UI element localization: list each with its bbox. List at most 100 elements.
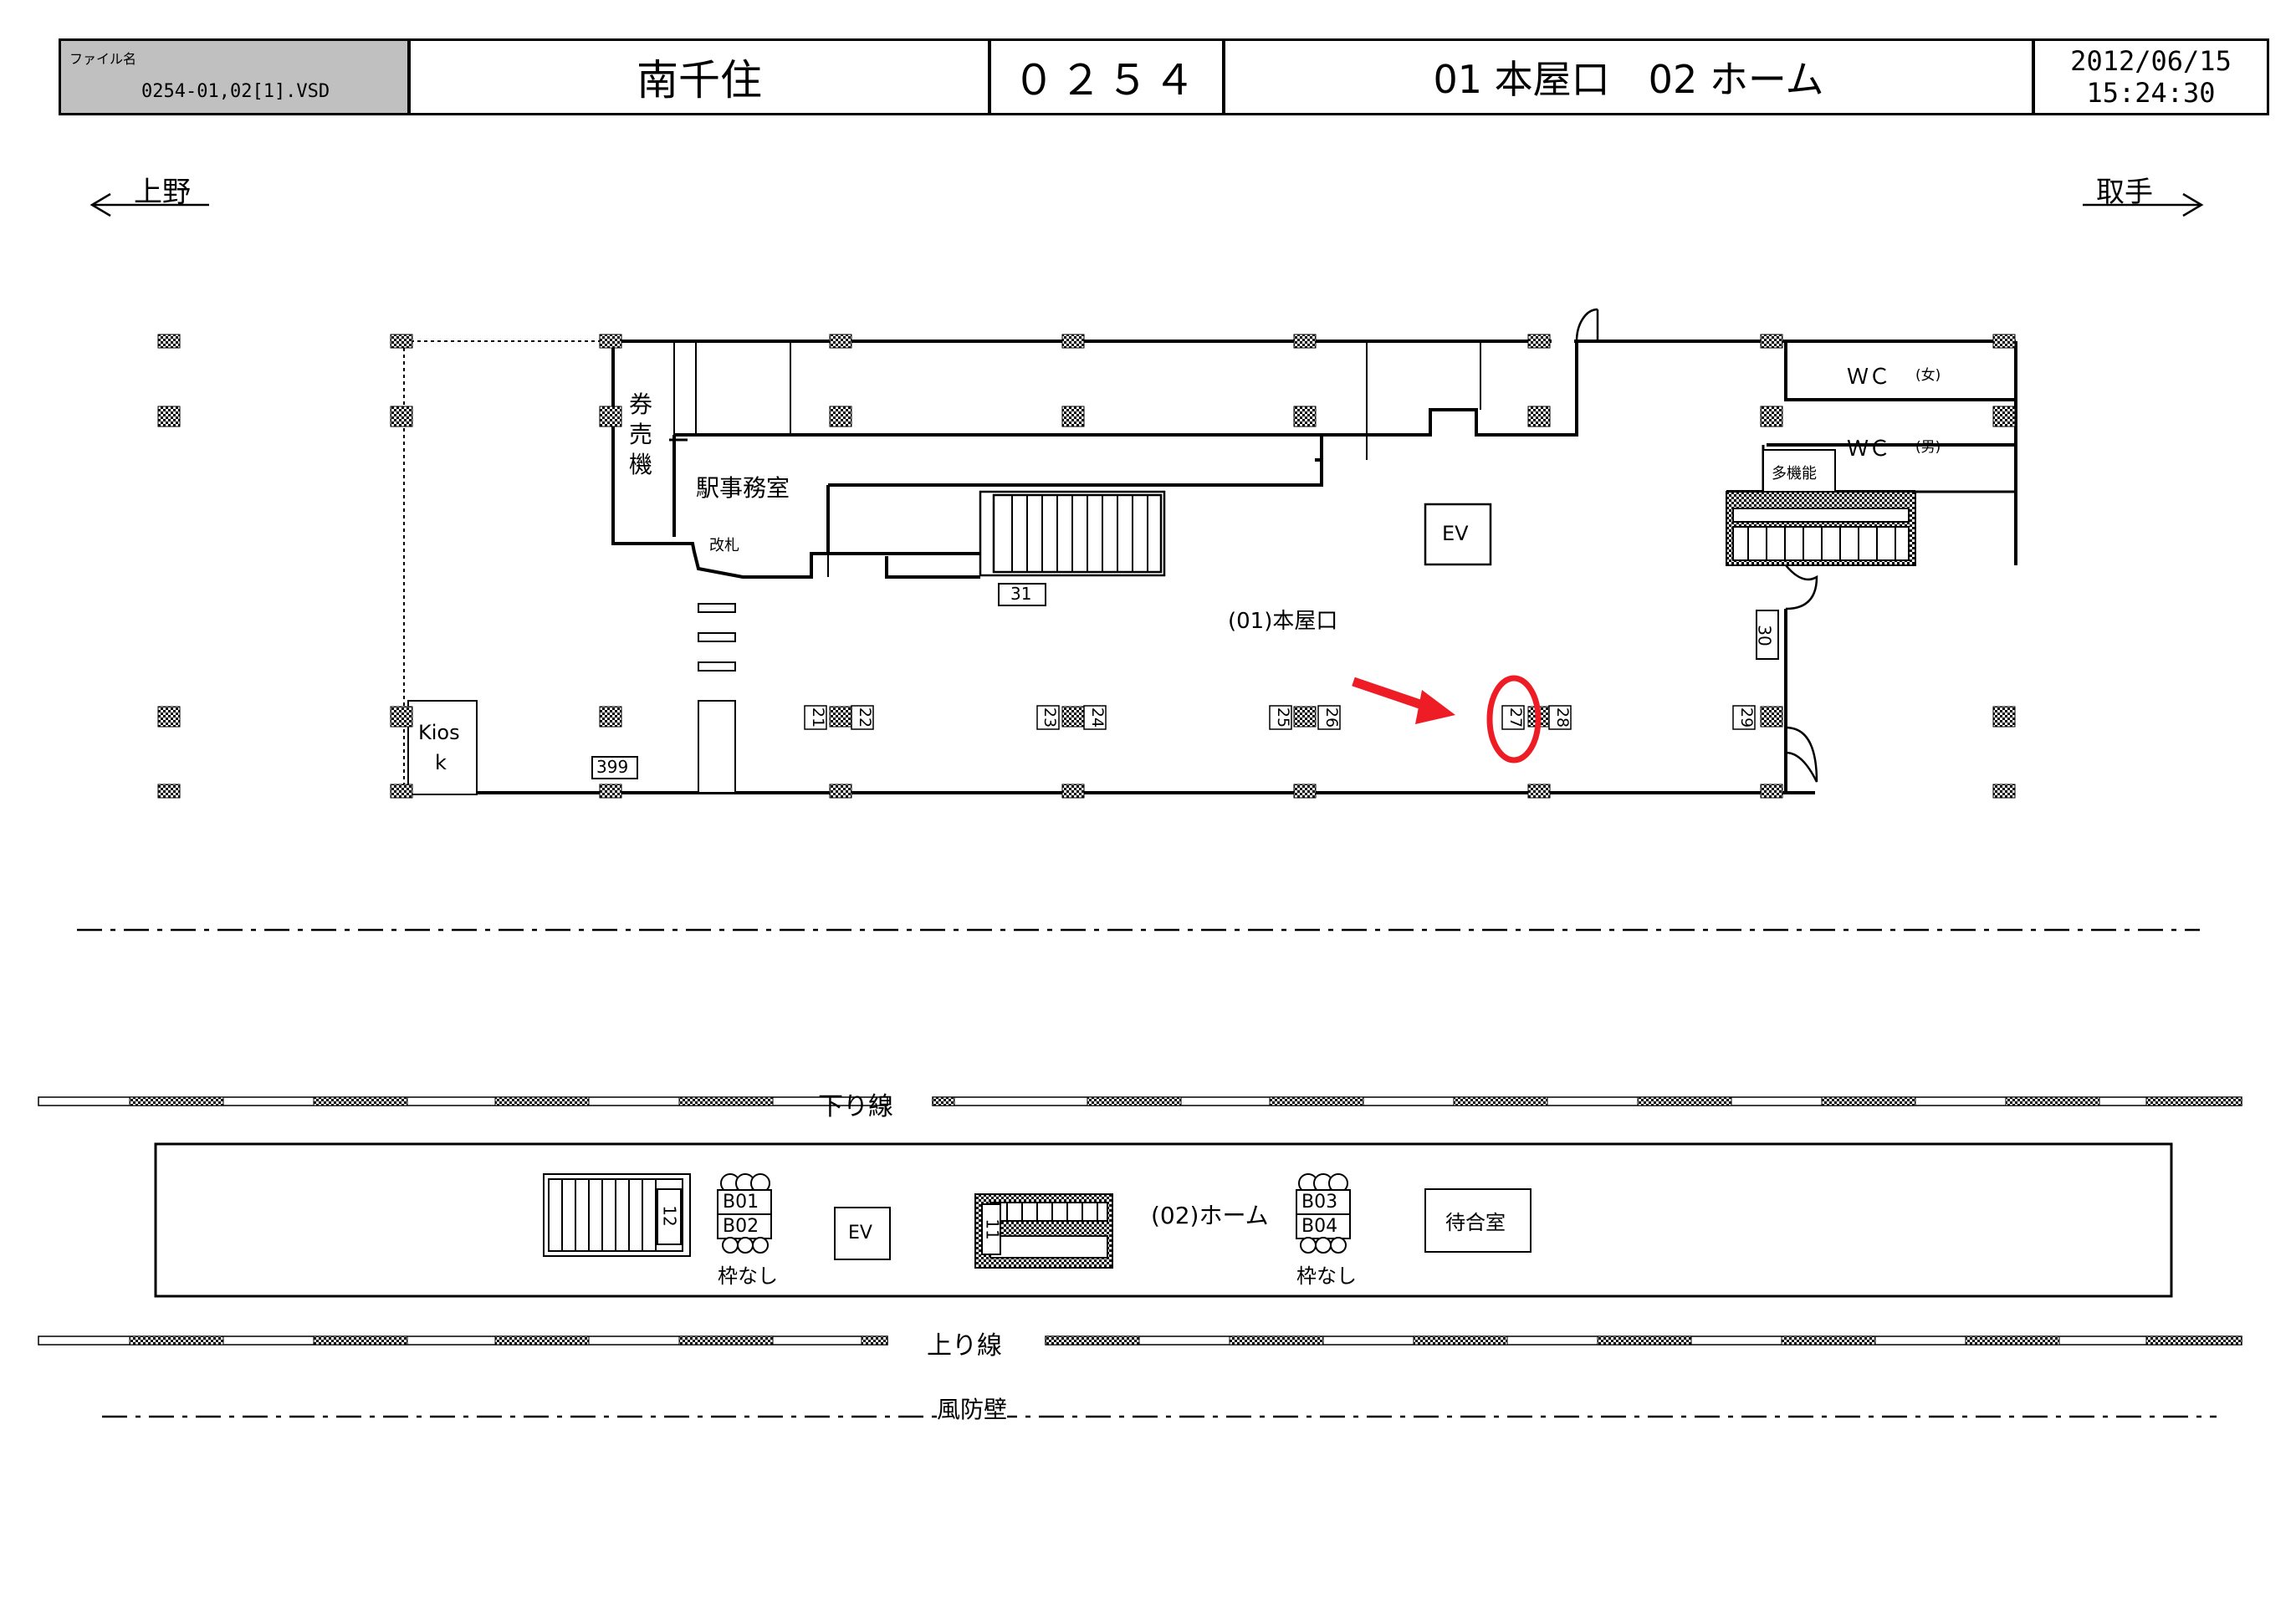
waiting-room-label: 待合室 bbox=[1445, 1211, 1506, 1234]
ticket-gate-label: 改札 bbox=[709, 537, 739, 554]
track-tie bbox=[861, 1335, 888, 1346]
column-number-boxes bbox=[804, 705, 1756, 730]
ticket-machine-label-3: 機 bbox=[629, 451, 653, 478]
pillar bbox=[1293, 406, 1317, 427]
multipurpose-box bbox=[1762, 449, 1836, 493]
platform-outline bbox=[154, 1142, 2173, 1298]
number-11: 11 bbox=[982, 1218, 1003, 1240]
wind-wall-label: 風防壁 bbox=[937, 1392, 1008, 1425]
pillar bbox=[1992, 784, 2016, 799]
ticket-machine-label-2: 売 bbox=[629, 421, 653, 448]
column-number-box bbox=[1732, 705, 1756, 730]
track-tie bbox=[129, 1096, 224, 1106]
track-tie bbox=[1413, 1335, 1508, 1346]
column-number-box bbox=[1501, 705, 1525, 730]
pillar bbox=[599, 706, 622, 728]
header-station-cell: 南千住 bbox=[408, 38, 990, 115]
platform-box-11 bbox=[981, 1203, 1001, 1255]
track-tie bbox=[1965, 1335, 2060, 1346]
number-24: 24 bbox=[1088, 707, 1107, 728]
header-file-cell: ファイル名 0254-01,02[1].VSD bbox=[59, 38, 410, 115]
station-office-label: 駅事務室 bbox=[696, 474, 790, 502]
highlight-circle bbox=[1486, 675, 1542, 763]
file-name: 0254-01,02[1].VSD bbox=[141, 81, 330, 102]
column-number-box bbox=[1317, 705, 1341, 730]
platform-ev-box bbox=[834, 1207, 891, 1260]
track-tie bbox=[2145, 1096, 2242, 1106]
header-title-cell: 01 本屋口 02 ホーム bbox=[1223, 38, 2034, 115]
track-tie bbox=[129, 1335, 224, 1346]
wc-male-label: ＷＣ bbox=[1847, 437, 1891, 462]
pillar bbox=[829, 784, 852, 799]
pillar bbox=[1992, 406, 2016, 427]
track-tie bbox=[678, 1335, 774, 1346]
pillar bbox=[390, 334, 413, 349]
pillar bbox=[390, 706, 413, 728]
concourse-ev-box bbox=[1424, 503, 1492, 566]
direction-right-arrow bbox=[2083, 192, 2204, 217]
box-30 bbox=[1756, 610, 1779, 660]
number-31: 31 bbox=[1010, 584, 1032, 604]
track-tie bbox=[1453, 1096, 1548, 1106]
number-23: 23 bbox=[1041, 707, 1060, 728]
concourse-ev-label: EV bbox=[1442, 522, 1469, 545]
pillar bbox=[157, 334, 181, 349]
pillar bbox=[1527, 784, 1551, 799]
number-399: 399 bbox=[596, 757, 629, 777]
waiting-room-box bbox=[1424, 1188, 1532, 1253]
board-group-right bbox=[1296, 1173, 1351, 1254]
station-name: 南千住 bbox=[637, 56, 762, 105]
down-track bbox=[38, 1096, 2242, 1106]
pillar bbox=[1061, 706, 1085, 728]
column-number-box bbox=[1036, 705, 1060, 730]
concourse-escalator bbox=[1726, 491, 1916, 566]
pillar bbox=[829, 406, 852, 427]
direction-right-label: 取手 bbox=[2096, 176, 2153, 209]
wc-male-note: (男) bbox=[1915, 439, 1941, 456]
track-tie bbox=[678, 1096, 774, 1106]
column-number-box bbox=[804, 705, 827, 730]
door-arc-side-top bbox=[1785, 564, 1818, 610]
board-b03: B03 bbox=[1301, 1192, 1338, 1213]
number-27: 27 bbox=[1506, 707, 1526, 728]
platform-label: (02)ホーム bbox=[1151, 1202, 1269, 1229]
direction-left-arrow bbox=[89, 192, 209, 217]
track-tie bbox=[494, 1335, 590, 1346]
pillar bbox=[157, 706, 181, 728]
board-b04: B04 bbox=[1301, 1216, 1338, 1237]
pillar bbox=[1760, 406, 1783, 427]
track-tie bbox=[1637, 1096, 1732, 1106]
track-tie bbox=[313, 1096, 408, 1106]
box-31 bbox=[998, 583, 1046, 606]
track-tie bbox=[1087, 1096, 1182, 1106]
up-line-label: 上り線 bbox=[927, 1331, 1002, 1361]
track-tie bbox=[1781, 1335, 1876, 1346]
column-number-box bbox=[1083, 705, 1107, 730]
board-group-left bbox=[717, 1173, 772, 1254]
column-number-box bbox=[851, 705, 874, 730]
board-b02: B02 bbox=[723, 1216, 759, 1237]
kiosk-label-2: k bbox=[435, 751, 447, 774]
sheet-date: 2012/06/15 bbox=[2070, 45, 2232, 77]
track-tie bbox=[313, 1335, 408, 1346]
column-number-box bbox=[1548, 705, 1572, 730]
pillar bbox=[829, 706, 852, 728]
pillar bbox=[1293, 706, 1317, 728]
pillar bbox=[1760, 784, 1783, 799]
pillar bbox=[1760, 334, 1783, 349]
board-b01: B01 bbox=[723, 1192, 759, 1213]
kiosk-box bbox=[407, 700, 478, 795]
multipurpose-label: 多機能 bbox=[1772, 465, 1817, 483]
track-tie bbox=[1269, 1096, 1364, 1106]
pillar bbox=[157, 784, 181, 799]
pillar bbox=[1992, 706, 2016, 728]
column-number-box bbox=[1269, 705, 1292, 730]
exit-label: (01)本屋口 bbox=[1228, 609, 1338, 634]
box-399 bbox=[591, 756, 638, 779]
pillar bbox=[599, 784, 622, 799]
kiosk-label-1: Kios bbox=[418, 721, 460, 744]
track-tie bbox=[1229, 1335, 1324, 1346]
sheet-title: 01 本屋口 02 ホーム bbox=[1433, 57, 1824, 102]
pillar bbox=[390, 784, 413, 799]
